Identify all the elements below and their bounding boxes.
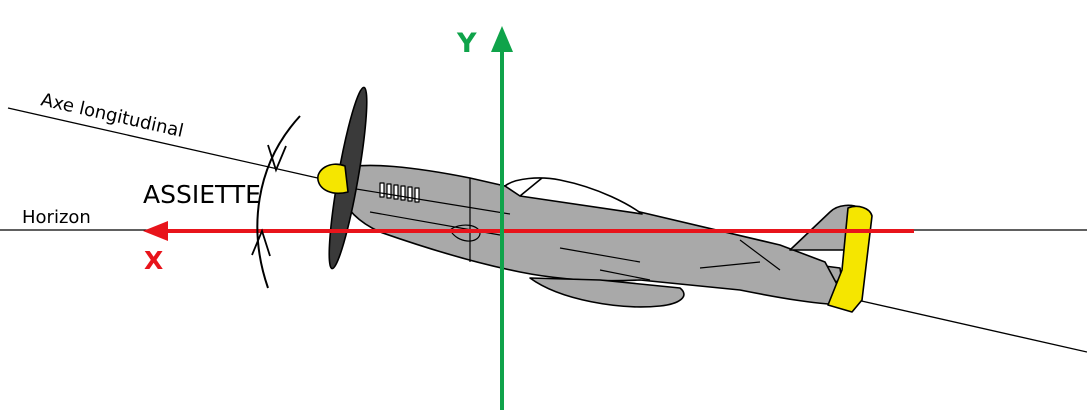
horizon-label: Horizon (22, 207, 91, 228)
axe-longitudinal-label: Axe longitudinal (39, 89, 185, 141)
airplane-fuselage (339, 164, 851, 306)
assiette-label: ASSIETTE (143, 180, 261, 209)
y-axis-arrowhead (491, 26, 513, 52)
airplane-panel-lines (349, 178, 781, 281)
pitch-arc-arrow-bottom (251, 228, 271, 257)
x-axis-label: X (144, 246, 163, 275)
y-axis-label: Y (456, 28, 477, 59)
pitch-arc-arrow-top (267, 144, 287, 173)
airplane-wing (529, 277, 685, 308)
airplane-exhaust (379, 182, 420, 203)
canopy-frame (519, 177, 543, 197)
airplane (317, 86, 873, 313)
airplane-spinner (317, 163, 349, 195)
airplane-canopy (504, 177, 643, 215)
x-axis-arrowhead (143, 221, 168, 241)
pitch-angle-arc (256, 115, 301, 289)
